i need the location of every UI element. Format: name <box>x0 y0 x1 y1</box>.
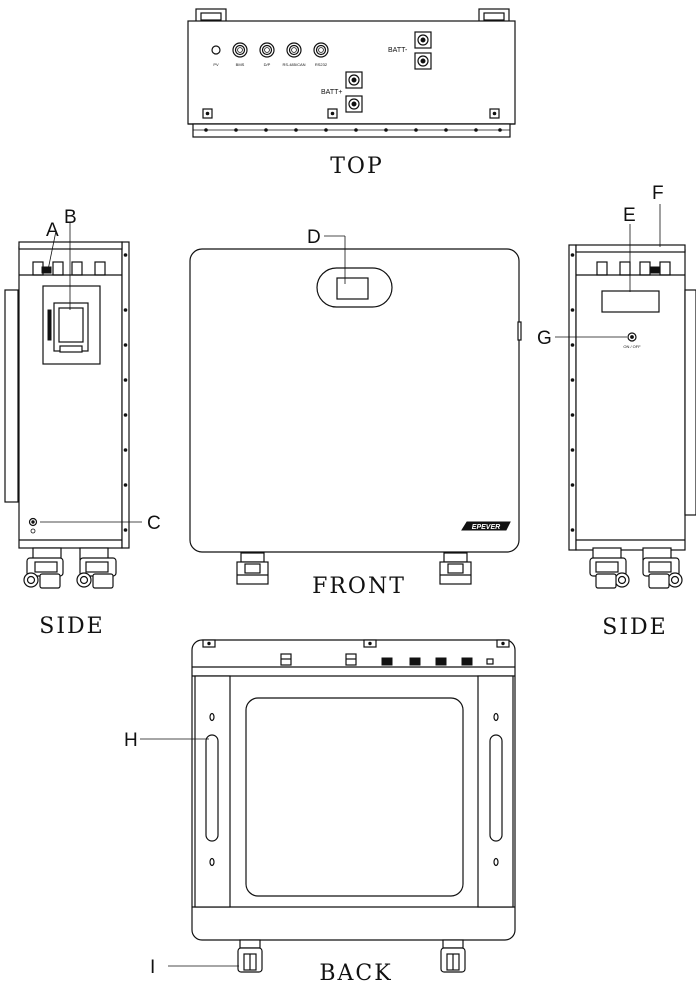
back-view: H I BACK <box>124 639 516 986</box>
callout-h: H <box>124 730 138 751</box>
batt-positive-terminals <box>345 71 363 113</box>
back-caster-right <box>440 939 466 973</box>
back-caster-left <box>237 939 263 973</box>
side-left-view-label: SIDE <box>39 614 104 639</box>
top-view-label: TOP <box>330 154 384 179</box>
front-connector-right <box>439 552 472 585</box>
callout-e: E <box>623 205 636 226</box>
callout-c: C <box>147 513 161 534</box>
top-batt-neg-label: BATT- <box>388 47 408 54</box>
callout-a: A <box>46 220 59 241</box>
top-batt-pos-label: BATT+ <box>321 89 342 96</box>
top-view: PV BMS D/P RS-485/CAN RS232 BATT- BATT+ … <box>187 8 516 179</box>
left-handle-slot <box>205 734 219 842</box>
callout-g: G <box>537 328 552 349</box>
logo-badge: EPEVER <box>461 521 511 531</box>
left-casters <box>23 557 117 589</box>
back-view-label: BACK <box>319 961 392 986</box>
switch-on-off-label: ON / OFF <box>623 344 641 349</box>
side-right-view-label: SIDE <box>602 615 667 640</box>
left-side-view: A B C SIDE <box>4 207 161 639</box>
top-port-pv-label: PV <box>213 62 219 67</box>
top-port-rs485-label: RS-485/CAN <box>282 62 305 67</box>
callout-b: B <box>64 207 77 228</box>
right-side-view: ON / OFF E F G SIDE <box>537 183 696 640</box>
front-connector-left <box>236 552 269 585</box>
batt-negative-terminals <box>414 31 432 70</box>
right-casters <box>589 557 683 589</box>
epever-logo: EPEVER <box>472 524 500 531</box>
front-view-label: FRONT <box>312 574 406 599</box>
callout-i: I <box>150 957 155 978</box>
callout-d: D <box>307 227 321 248</box>
right-handle-slot <box>489 734 503 842</box>
top-port-bms-label: BMS <box>236 62 245 67</box>
callout-f: F <box>652 183 664 204</box>
front-view: EPEVER D FRONT <box>189 227 522 599</box>
top-port-rs232-label: RS232 <box>315 62 328 67</box>
top-port-dp-label: D/P <box>264 62 271 67</box>
